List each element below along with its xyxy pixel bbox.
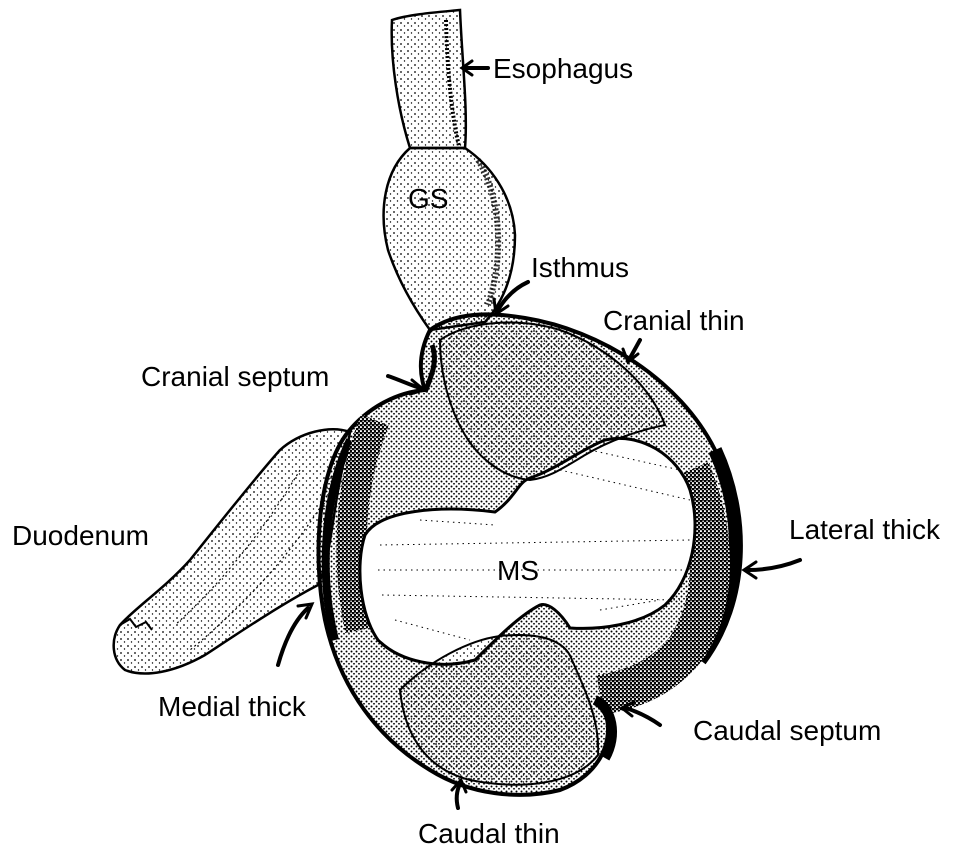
arrow-cranial-thin xyxy=(623,340,640,362)
label-gs: GS xyxy=(408,183,448,214)
label-caudal-septum: Caudal septum xyxy=(693,715,881,746)
label-medial-thick: Medial thick xyxy=(158,691,307,722)
duodenum-shape xyxy=(114,429,350,673)
label-ms: MS xyxy=(497,555,539,586)
label-esophagus: Esophagus xyxy=(493,53,633,84)
label-lateral-thick: Lateral thick xyxy=(789,514,941,545)
arrow-medial-thick xyxy=(278,604,312,665)
arrow-lateral-thick xyxy=(744,560,800,578)
arrow-esophagus xyxy=(462,61,488,75)
label-cranial-septum: Cranial septum xyxy=(141,361,329,392)
arrow-caudal-septum xyxy=(622,702,660,725)
label-cranial-thin: Cranial thin xyxy=(603,305,745,336)
arrow-cranial-septum xyxy=(388,376,424,394)
label-isthmus: Isthmus xyxy=(531,252,629,283)
esophagus-shape xyxy=(392,10,466,150)
label-duodenum: Duodenum xyxy=(12,520,149,551)
label-caudal-thin: Caudal thin xyxy=(418,818,560,849)
